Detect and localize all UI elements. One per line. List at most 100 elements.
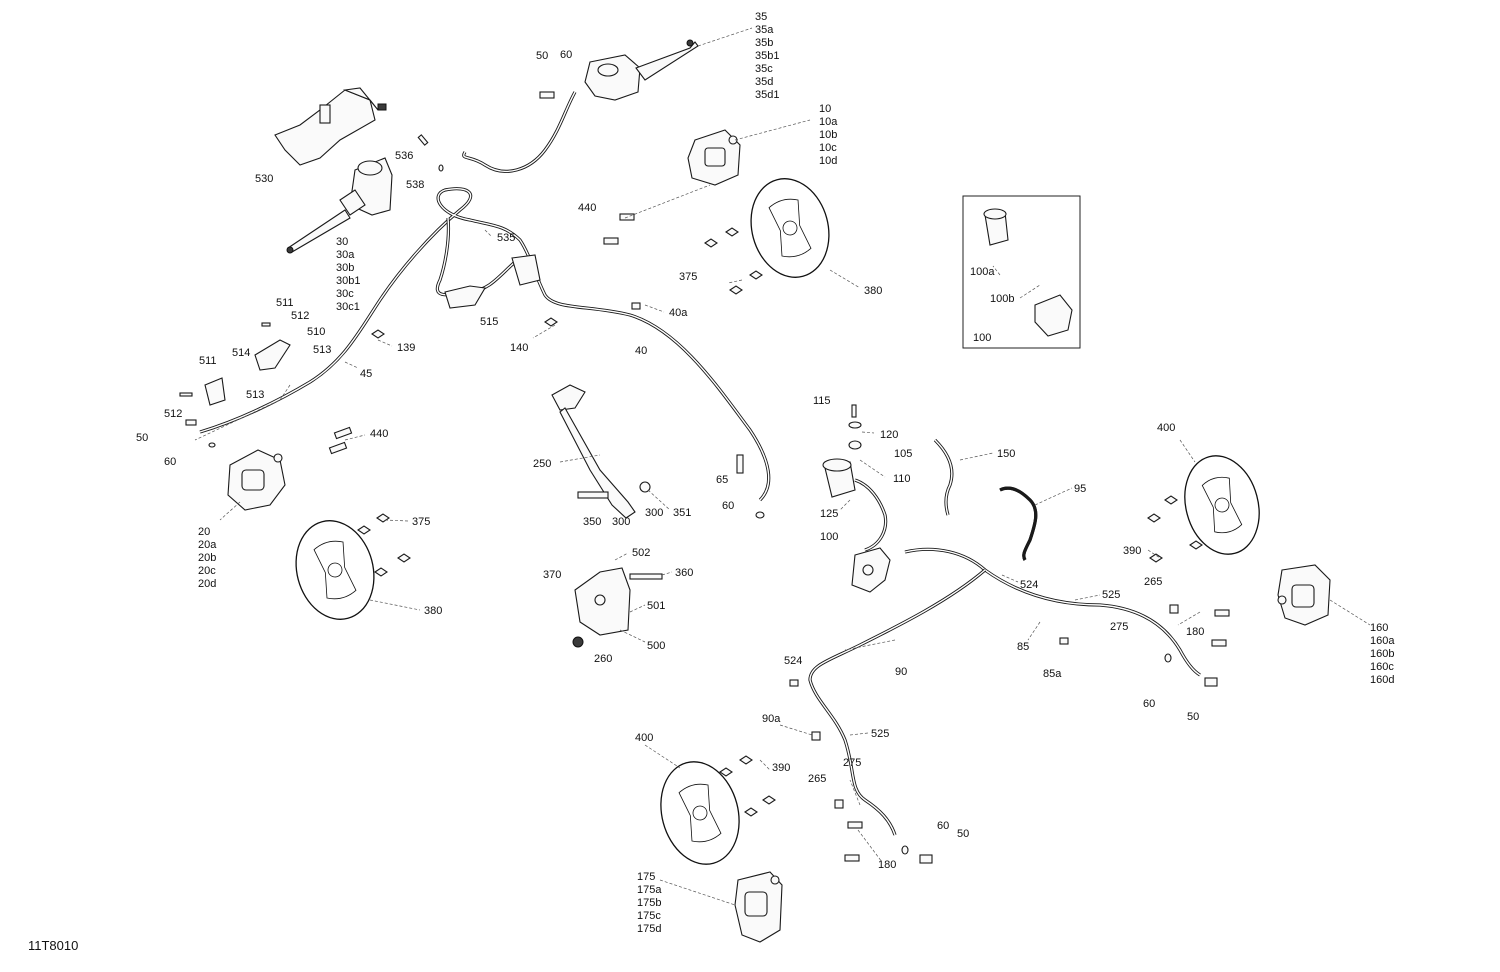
callout-35: 35 [755,11,767,23]
callout-35d1: 35d1 [755,89,779,101]
callout-30c: 30c [336,288,354,300]
callout-35b: 35b [755,37,773,49]
callout-30: 30 [336,236,348,248]
callout-40: 40 [635,345,647,357]
callout-90: 90 [895,666,907,678]
callout-group-30: 30 30a 30b 30b1 30c 30c1 [336,236,360,313]
callout-60-bot: 60 [937,820,949,832]
callout-30c1: 30c1 [336,301,360,313]
callout-120: 120 [880,429,898,441]
callout-524-b: 524 [784,655,802,667]
callout-500: 500 [647,640,665,652]
callout-360: 360 [675,567,693,579]
callout-175: 175 [637,871,655,883]
callout-525-a: 525 [1102,589,1120,601]
callout-10d: 10d [819,155,837,167]
callout-275-b: 275 [843,757,861,769]
callout-35c: 35c [755,63,773,75]
callout-139: 139 [397,342,415,354]
callout-65: 65 [716,474,728,486]
callout-175c: 175c [637,910,661,922]
front-master-cylinder-35 [584,39,699,101]
callout-375-top: 375 [679,271,697,283]
front-left-brake-disc [295,520,375,620]
small-brackets [204,254,541,406]
callout-60-top: 60 [560,49,572,61]
callout-175a: 175a [637,884,662,896]
callout-513-b: 513 [246,389,264,401]
callout-115: 115 [813,395,831,407]
callout-35b1: 35b1 [755,50,779,62]
master-cylinder-30 [286,157,393,254]
callout-40a: 40a [669,307,688,319]
callout-535: 535 [497,232,515,244]
callout-300-b: 300 [645,507,663,519]
brake-pedal-250 [551,384,651,519]
callout-175d: 175d [637,923,661,935]
hardware-fasteners [179,91,1230,864]
callout-530: 530 [255,173,273,185]
callout-440-top: 440 [578,202,596,214]
rear-right-caliper-160 [1277,564,1331,626]
callout-35d: 35d [755,76,773,88]
callout-60-mid: 60 [722,500,734,512]
callout-300-a: 300 [612,516,630,528]
reservoir-125 [822,421,862,498]
inset-box-100 [962,195,1081,349]
callout-20: 20 [198,526,210,538]
callout-536: 536 [395,150,413,162]
callout-10a: 10a [819,116,838,128]
callout-20a: 20a [198,539,217,551]
callout-513-a: 513 [313,344,331,356]
bracket-530 [274,87,387,166]
callout-390-a: 390 [1123,545,1141,557]
callout-60-right: 60 [1143,698,1155,710]
front-right-brake-disc [750,178,830,278]
callout-160d: 160d [1370,674,1394,686]
callout-265-a: 265 [1144,576,1162,588]
callout-100b: 100b [990,293,1014,305]
front-left-caliper-20 [227,449,286,511]
callout-10: 10 [819,103,831,115]
callout-160c: 160c [1370,661,1394,673]
callout-10b: 10b [819,129,837,141]
callout-512-a: 512 [291,310,309,322]
callout-370: 370 [543,569,561,581]
callout-group-10: 10 10a 10b 10c 10d [819,103,838,167]
callout-160b: 160b [1370,648,1394,660]
callout-150: 150 [997,448,1015,460]
callout-30b: 30b [336,262,354,274]
figure-code: 11T8010 [28,938,78,953]
rear-right-brake-disc [1184,455,1260,555]
front-right-caliper-10 [687,129,741,186]
callout-260: 260 [594,653,612,665]
callout-160a: 160a [1370,635,1395,647]
callout-180-a: 180 [1186,626,1204,638]
callout-511-a: 511 [276,297,294,309]
callout-100a: 100a [970,266,995,278]
callout-50-top: 50 [536,50,548,62]
callout-390-b: 390 [772,762,790,774]
inset-callouts: 100a 100b 100 [970,266,1014,344]
callout-labels: 35 35a 35b 35b1 35c 35d 35d1 10 10a 10b … [28,11,1395,953]
callout-140: 140 [510,342,528,354]
callout-400-a: 400 [1157,422,1175,434]
callout-group-35: 35 35a 35b 35b1 35c 35d 35d1 [755,11,779,101]
callout-502: 502 [632,547,650,559]
callout-30b1: 30b1 [336,275,360,287]
callout-515: 515 [480,316,498,328]
leader-lines [194,27,1371,906]
callout-510: 510 [307,326,325,338]
callout-351: 351 [673,507,691,519]
callout-45: 45 [360,368,372,380]
pedal-bracket-500 [572,567,663,648]
callout-60-left: 60 [164,456,176,468]
callout-125: 125 [820,508,838,520]
rear-left-caliper-175 [734,871,783,943]
callout-380-mid: 380 [424,605,442,617]
callout-512-b: 512 [164,408,182,420]
callout-380-top: 380 [864,285,882,297]
callout-group-175: 175 175a 175b 175c 175d [637,871,662,935]
callout-35a: 35a [755,24,774,36]
